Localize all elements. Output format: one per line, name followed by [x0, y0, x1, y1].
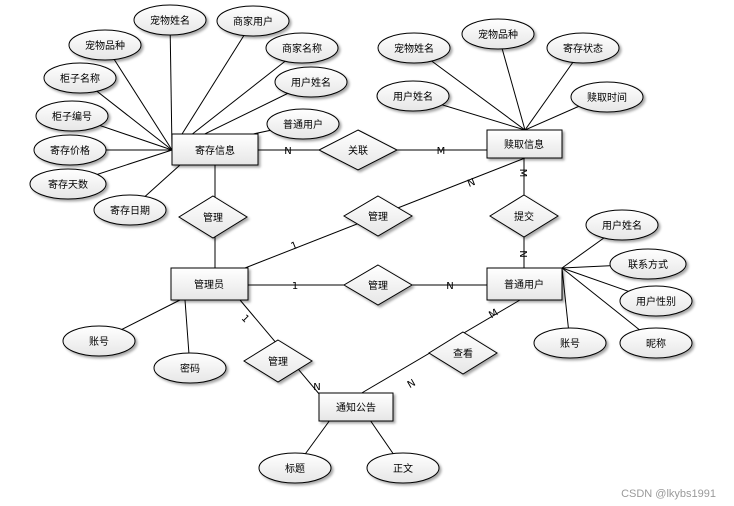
- relation-submit: 提交: [489, 194, 559, 238]
- relation-link: 关联: [317, 129, 399, 171]
- entity-storage-label: 寄存信息: [195, 144, 235, 157]
- relation-manage-redeem: 管理: [343, 195, 413, 237]
- svg-text:用户性别: 用户性别: [636, 295, 676, 308]
- card-redeem-link: M: [437, 146, 446, 157]
- relation-manage-user-label: 管理: [368, 279, 388, 292]
- card-user-manage: N: [446, 281, 453, 292]
- card-notice-manage: N: [313, 382, 320, 393]
- attr-storage-pet-name: 宠物姓名: [133, 4, 207, 36]
- watermark: CSDN @lkybs1991: [621, 488, 716, 500]
- card-user-submit: N: [517, 250, 528, 257]
- svg-text:宠物品种: 宠物品种: [478, 28, 518, 41]
- attr-user-nickname: 昵称: [619, 327, 693, 359]
- attr-admin-password: 密码: [153, 352, 227, 384]
- entity-notice: 通知公告: [318, 392, 394, 422]
- entities: 寄存信息 赎取信息 管理员 普通用户 通知公告: [170, 129, 563, 422]
- attr-storage-days: 寄存天数: [29, 168, 107, 200]
- svg-text:商家名称: 商家名称: [282, 42, 322, 55]
- svg-text:寄存日期: 寄存日期: [110, 204, 150, 217]
- svg-text:账号: 账号: [560, 338, 580, 350]
- attr-user-gender: 用户性别: [619, 285, 693, 317]
- entity-user: 普通用户: [486, 267, 563, 301]
- attr-redeem-time: 赎取时间: [570, 81, 644, 113]
- svg-text:赎取时间: 赎取时间: [587, 91, 627, 104]
- entity-admin-label: 管理员: [194, 278, 224, 291]
- attr-user-name: 用户姓名: [585, 209, 659, 241]
- attr-storage-cabinet-name: 柜子名称: [43, 62, 117, 94]
- svg-text:账号: 账号: [89, 336, 109, 348]
- svg-text:寄存状态: 寄存状态: [563, 42, 603, 55]
- entity-redeem: 赎取信息: [486, 129, 563, 159]
- card-storage-link: N: [284, 146, 291, 157]
- attributes: 宠物品种 宠物姓名 商家用户 商家名称 柜子名称 用户姓名 柜子编号 普通用户 …: [29, 4, 693, 484]
- relation-manage-notice-label: 管理: [268, 355, 288, 368]
- relation-link-label: 关联: [348, 144, 368, 157]
- entity-storage: 寄存信息: [171, 133, 259, 166]
- relation-manage-redeem-label: 管理: [368, 210, 388, 223]
- attr-storage-merchant-name: 商家名称: [265, 32, 339, 64]
- attr-storage-user-name: 用户姓名: [274, 66, 348, 98]
- svg-text:联系方式: 联系方式: [628, 258, 668, 271]
- attr-redeem-user-name: 用户姓名: [376, 80, 450, 112]
- svg-text:宠物品种: 宠物品种: [85, 39, 125, 52]
- entity-redeem-label: 赎取信息: [504, 138, 544, 151]
- attr-redeem-pet-breed: 宠物品种: [461, 18, 535, 50]
- card-admin-manage-redeem: 1: [290, 240, 300, 253]
- attr-storage-price: 寄存价格: [33, 134, 107, 166]
- attr-user-account: 账号: [533, 327, 607, 359]
- attr-storage-date: 寄存日期: [93, 194, 167, 226]
- relation-manage-user: 管理: [343, 264, 413, 306]
- svg-text:用户姓名: 用户姓名: [291, 76, 331, 89]
- svg-text:标题: 标题: [285, 463, 305, 475]
- attr-storage-pet-breed: 宠物品种: [68, 29, 142, 61]
- svg-text:宠物姓名: 宠物姓名: [394, 42, 434, 55]
- svg-text:柜子编号: 柜子编号: [52, 110, 92, 123]
- attr-user-contact: 联系方式: [609, 248, 687, 280]
- attr-notice-title: 标题: [258, 452, 332, 484]
- card-admin-manage-user: 1: [292, 281, 298, 292]
- relationship-diamonds: 关联 管理 管理 提交 管理 管理 查看: [178, 129, 559, 383]
- relation-submit-label: 提交: [514, 210, 534, 223]
- relation-view-label: 查看: [453, 347, 473, 360]
- entity-notice-label: 通知公告: [336, 401, 376, 414]
- svg-text:寄存天数: 寄存天数: [48, 178, 88, 191]
- card-user-view: M: [487, 307, 500, 321]
- svg-text:寄存价格: 寄存价格: [50, 144, 90, 157]
- svg-text:宠物姓名: 宠物姓名: [150, 14, 190, 27]
- attr-storage-cabinet-no: 柜子编号: [35, 100, 109, 132]
- attr-storage-regular-user: 普通用户: [266, 108, 340, 140]
- attr-redeem-pet-name: 宠物姓名: [377, 32, 451, 64]
- svg-text:昵称: 昵称: [646, 337, 666, 350]
- attr-storage-merchant-user: 商家用户: [216, 5, 290, 37]
- card-redeem-submit: M: [517, 169, 528, 178]
- svg-text:普通用户: 普通用户: [283, 118, 323, 131]
- attr-admin-account: 账号: [62, 325, 136, 357]
- card-notice-view: N: [406, 378, 418, 391]
- svg-text:柜子名称: 柜子名称: [60, 72, 100, 85]
- relation-view: 查看: [428, 331, 498, 375]
- attr-redeem-status: 寄存状态: [546, 32, 620, 64]
- svg-text:商家用户: 商家用户: [233, 15, 273, 28]
- entity-user-label: 普通用户: [504, 278, 544, 291]
- relation-manage-storage-label: 管理: [203, 211, 223, 224]
- svg-text:密码: 密码: [180, 362, 200, 375]
- entity-admin: 管理员: [170, 267, 249, 301]
- svg-text:用户姓名: 用户姓名: [393, 90, 433, 103]
- svg-text:用户姓名: 用户姓名: [602, 219, 642, 232]
- card-redeem-manage: N: [466, 177, 477, 190]
- attr-notice-body: 正文: [366, 452, 440, 484]
- relation-manage-notice: 管理: [243, 339, 313, 383]
- svg-text:正文: 正文: [393, 462, 413, 475]
- relation-manage-storage: 管理: [178, 195, 248, 239]
- card-admin-manage-notice: 1: [239, 313, 251, 325]
